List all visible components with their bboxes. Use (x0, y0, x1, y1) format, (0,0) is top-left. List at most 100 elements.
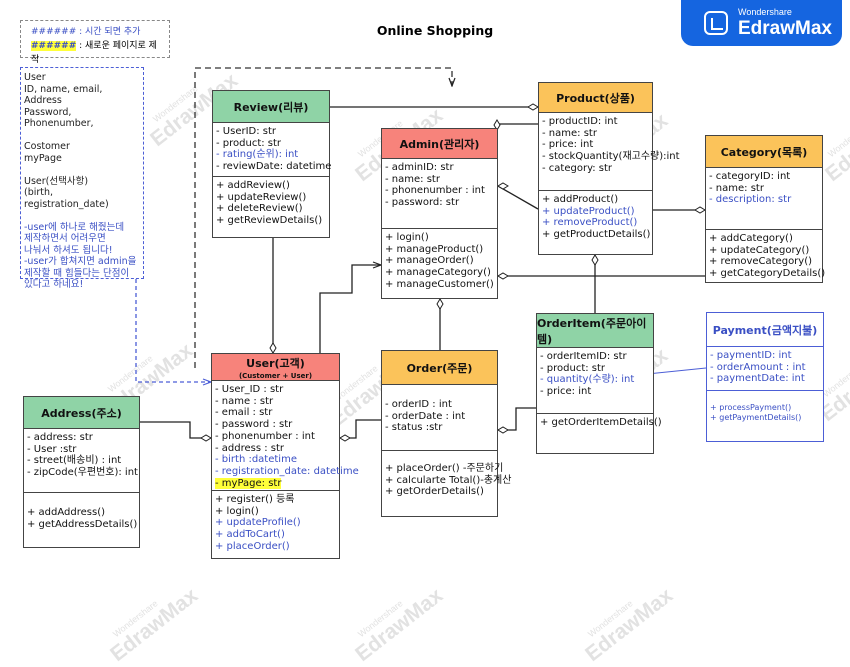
member-line: + placeOrder() (215, 540, 290, 552)
class-product-methods: + addProduct()+ updateProduct()+ removeP… (539, 191, 652, 244)
edrawmax-logo-icon (704, 11, 728, 35)
note-line: ID, name, email, Address (24, 83, 103, 107)
class-user-attributes: - User_ID : str- name : str- email : str… (212, 381, 359, 491)
class-payment-title: Payment(금액지불) (707, 313, 823, 347)
member-line: + manageCategory() (385, 267, 491, 279)
member-line: + calcularte Total()-총계산 (385, 474, 512, 486)
member-line: + processPayment() (710, 403, 792, 412)
member-line: - name: str (709, 182, 764, 194)
note-blue-line: -user가 합쳐지면 admin을 (24, 256, 137, 267)
class-admin-attributes: - adminID: str- name: str- phonenumber :… (382, 159, 497, 229)
member-line: + getAddressDetails() (27, 518, 138, 530)
member-line: + getReviewDetails() (216, 215, 323, 227)
member-line: - password: str (385, 197, 460, 209)
member-line: - stockQuantity(재고수량):int (542, 151, 680, 163)
member-line: + updateCategory() (709, 244, 810, 256)
order-user-link (339, 419, 381, 442)
member-line: + addToCart() (215, 529, 285, 541)
member-line: - birth :datetime (215, 454, 297, 466)
member-line: - orderID : int (385, 399, 452, 410)
member-line: - phonenumber : int (215, 430, 315, 442)
note-line: Password, Phonenumber, (24, 106, 94, 130)
class-order-attributes: - orderID : int- orderDate : int- status… (382, 385, 497, 451)
member-line: - price: int (540, 386, 592, 398)
admin-product-link (493, 119, 538, 131)
class-review[interactable]: Review(리뷰) - UserID: str- product: str- … (212, 90, 331, 238)
edrawmax-logo[interactable]: Wondershare EdrawMax (681, 0, 842, 46)
legend-line-1: ###### : 시간 되면 추가 (31, 27, 141, 37)
member-line: - registration_date: datetime (215, 465, 359, 477)
class-address[interactable]: Address(주소) - address: str- User :str- s… (23, 396, 140, 548)
legend: ###### : 시간 되면 추가 ###### : 새로운 페이지로 제작 (20, 20, 170, 65)
member-line: - User :str (27, 443, 77, 455)
address-user-link (140, 421, 212, 442)
order-orderitem-link (497, 407, 536, 434)
class-admin[interactable]: Admin(관리자) - adminID: str- name: str- ph… (381, 128, 498, 299)
member-line: - phonenumber : int (385, 185, 485, 197)
class-address-attributes: - address: str- User :str- street(배송비) :… (24, 429, 139, 493)
note-line (24, 210, 140, 222)
member-line: - price: int (542, 139, 594, 151)
class-admin-methods: + login()+ manageProduct()+ manageOrder(… (382, 229, 497, 294)
member-line: + removeCategory() (709, 256, 813, 268)
member-line: - email : str (215, 407, 273, 419)
member-line: + login() (385, 232, 429, 243)
member-line: + manageCustomer() (385, 278, 494, 290)
class-product[interactable]: Product(상품) - productID: int- name: str-… (538, 82, 680, 255)
class-review-methods: + addReview()+ updateReview()+ deleteRev… (213, 177, 329, 230)
member-line: - orderItemID: str (540, 351, 627, 362)
member-line: + getCategoryDetails() (709, 268, 826, 280)
admin-user-link (319, 265, 381, 353)
member-line: + manageOrder() (385, 255, 474, 267)
member-line: - User_ID : str (215, 384, 284, 395)
class-payment-methods: + processPayment()+ getPaymentDetails() (707, 391, 823, 426)
member-line: - orderDate : int (385, 410, 466, 422)
class-admin-title: Admin(관리자) (382, 129, 497, 159)
member-line: - paymentDate: int (710, 373, 805, 385)
member-line: - UserID: str (216, 126, 277, 137)
member-line: - status :str (385, 422, 443, 434)
class-orderitem-title: OrderItem(주문아이템) (537, 314, 653, 348)
note-line (24, 130, 140, 142)
note-line: User(선택사항) (24, 175, 89, 187)
member-line: + manageProduct() (385, 243, 484, 255)
class-payment[interactable]: Payment(금액지불) - paymentID: int- orderAmo… (706, 312, 824, 442)
class-category-methods: + addCategory()+ updateCategory()+ remov… (706, 230, 826, 283)
note-link (135, 279, 211, 382)
class-category-attributes: - categoryID: int- name: str- descriptio… (706, 168, 822, 230)
class-user-methods: + register() 등록+ login()+ updateProfile(… (212, 491, 339, 556)
dependency-user-product (194, 67, 452, 368)
member-line: - quantity(수량): int (540, 374, 635, 386)
member-line: + getProductDetails() (542, 229, 651, 241)
admin-category-link (497, 185, 539, 210)
note-line: User (24, 72, 46, 83)
member-line: + getPaymentDetails() (710, 413, 802, 422)
class-user-subtitle: (Customer + User) (238, 371, 313, 380)
diagram-title: Online Shopping (376, 23, 494, 38)
member-line: + addReview() (216, 180, 290, 191)
class-address-title: Address(주소) (24, 397, 139, 429)
note-line: (birth, registration_date) (24, 187, 109, 210)
class-payment-attributes: - paymentID: int- orderAmount : int- pay… (707, 347, 823, 391)
class-product-title: Product(상품) (539, 83, 652, 113)
class-orderitem-attributes: - orderItemID: str- product: str- quanti… (537, 348, 653, 414)
class-order-methods: + placeOrder() -주문하기+ calcularte Total()… (382, 451, 512, 501)
member-line: + placeOrder() -주문하기 (385, 463, 504, 474)
class-category-title: Category(목록) (706, 136, 822, 168)
member-line: + getOrderDetails() (385, 486, 484, 498)
member-line: + addAddress() (27, 507, 106, 518)
member-line: - address : str (215, 442, 285, 454)
class-orderitem[interactable]: OrderItem(주문아이템) - orderItemID: str- pro… (536, 313, 662, 454)
class-orderitem-methods: + getOrderItemDetails() (537, 414, 662, 432)
class-order[interactable]: Order(주문) - orderID : int- orderDate : i… (381, 350, 512, 517)
class-category[interactable]: Category(목록) - categoryID: int- name: st… (705, 135, 826, 283)
member-line: + login() (215, 505, 259, 517)
member-line: + addCategory() (709, 233, 793, 244)
note-blue-line: 나눠서 하셔도 됩니다! (24, 244, 113, 256)
member-line: + updateProfile() (215, 517, 301, 529)
class-user[interactable]: User(고객) (Customer + User) - User_ID : s… (211, 353, 359, 559)
note-line: myPage (24, 152, 62, 164)
member-line: + updateReview() (216, 191, 307, 203)
